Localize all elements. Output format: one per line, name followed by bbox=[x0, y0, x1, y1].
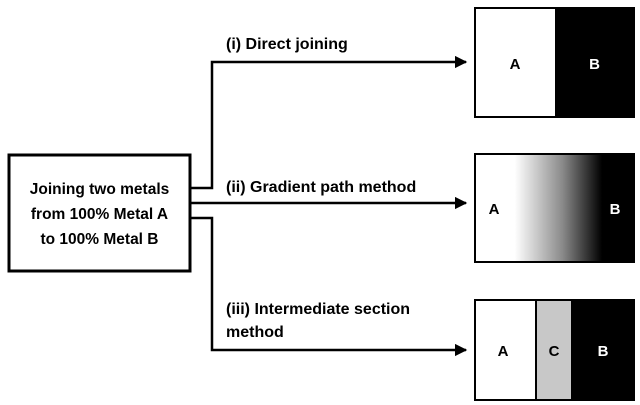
result-box-direct: A B bbox=[474, 7, 635, 118]
segment-label-b: B bbox=[589, 56, 600, 73]
segment-label-a: A bbox=[498, 343, 509, 360]
method-label-intermediate-line-2: method bbox=[226, 324, 284, 341]
connector-intermediate bbox=[190, 216, 468, 357]
method-label-gradient: (ii) Gradient path method bbox=[226, 179, 416, 196]
segment-label-a: A bbox=[510, 56, 521, 73]
source-line-3: to 100% Metal B bbox=[40, 231, 158, 248]
segment-label-a: A bbox=[489, 201, 500, 218]
segment-metal-c bbox=[536, 300, 572, 400]
gradient-fill bbox=[475, 154, 634, 262]
result-box-gradient: A B bbox=[474, 153, 635, 263]
method-label-intermediate-line-1: (iii) Intermediate section bbox=[226, 301, 410, 318]
segment-label-b: B bbox=[610, 201, 621, 218]
segment-metal-b bbox=[572, 300, 634, 400]
connector-lines bbox=[190, 55, 468, 357]
method-label-direct: (i) Direct joining bbox=[226, 36, 348, 53]
source-line-1: Joining two metals bbox=[30, 181, 170, 198]
source-line-2: from 100% Metal A bbox=[31, 206, 168, 223]
segment-metal-a bbox=[475, 300, 536, 400]
segment-metal-b bbox=[555, 8, 634, 117]
source-box: Joining two metals from 100% Metal A to … bbox=[7, 153, 192, 273]
segment-label-b: B bbox=[598, 343, 609, 360]
segment-metal-a bbox=[475, 8, 555, 117]
result-box-intermediate: A C B bbox=[474, 299, 635, 401]
segment-label-c: C bbox=[549, 343, 560, 360]
connector-direct bbox=[190, 55, 468, 190]
